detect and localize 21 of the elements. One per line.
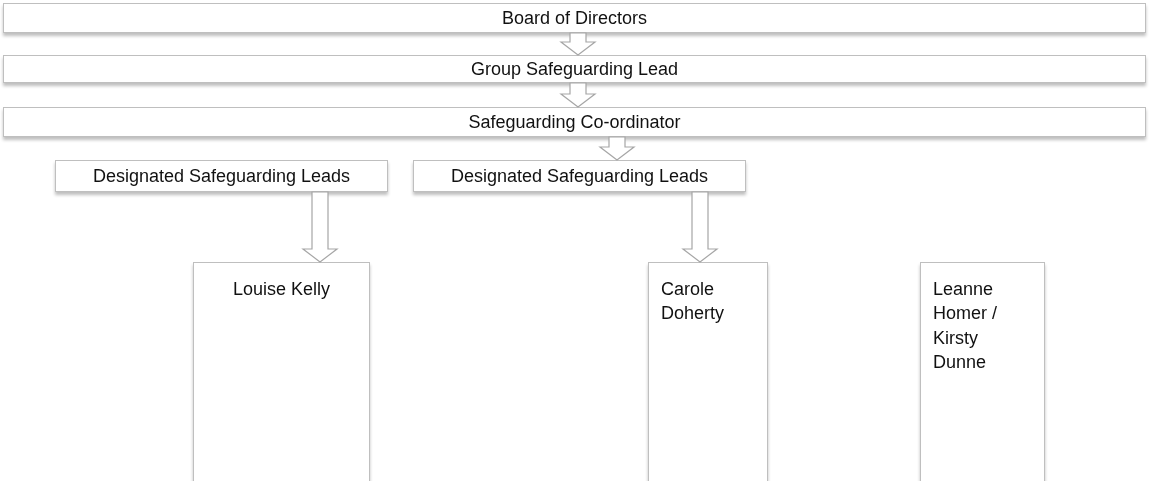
block-arrow xyxy=(681,191,719,263)
node-text: Group Safeguarding Lead xyxy=(470,57,679,81)
role-box xyxy=(3,107,1146,137)
block-arrow xyxy=(598,136,636,161)
block-arrow xyxy=(301,191,339,263)
role-box xyxy=(55,160,388,192)
node-text: Louise Kelly xyxy=(232,278,331,301)
node-text: Leanne Homer / Kirsty Dunne xyxy=(933,278,998,374)
node-text: Designated Safeguarding Leads xyxy=(92,164,351,188)
block-arrow xyxy=(559,82,597,108)
person-box xyxy=(648,262,768,481)
node-text: Board of Directors xyxy=(501,6,648,30)
node-text: Designated Safeguarding Leads xyxy=(450,164,709,188)
node-text: Safeguarding Co-ordinator xyxy=(468,110,681,134)
role-box xyxy=(3,55,1146,83)
role-box xyxy=(3,3,1146,33)
role-box xyxy=(413,160,746,192)
node-text: Carole Doherty xyxy=(661,278,726,326)
person-box xyxy=(920,262,1045,481)
person-box xyxy=(193,262,370,481)
block-arrow xyxy=(559,32,597,56)
